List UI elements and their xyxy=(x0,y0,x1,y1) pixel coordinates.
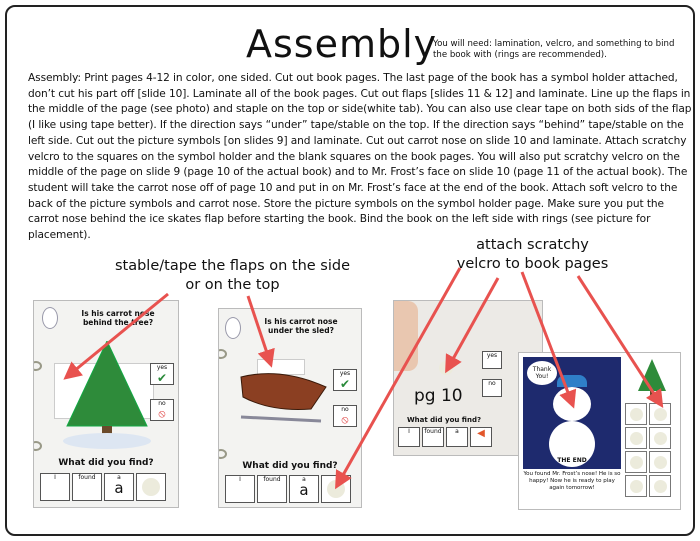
page-title: Assembly xyxy=(246,22,438,66)
symbol-label: a xyxy=(302,476,306,483)
photo-end-page: Thank You! THE END You found Mr. Frost’s… xyxy=(518,352,681,510)
velcro-dot xyxy=(136,473,166,501)
symbol-i: I xyxy=(40,473,70,501)
yes-label: yes xyxy=(156,364,168,371)
find-prompt: What did you find? xyxy=(242,461,338,471)
snowman-body-icon xyxy=(549,421,595,467)
photo-sled-page: Is his carrot nose under the sled? yes✔ … xyxy=(218,308,362,508)
hat-icon xyxy=(557,375,587,387)
the-end-label: THE END xyxy=(557,457,587,464)
end-caption: You found Mr. Frost’s nose! He is so hap… xyxy=(523,471,621,491)
yes-symbol: yes xyxy=(482,351,502,369)
photo-tree-page: Is his carrot nose behind the tree? yes✔… xyxy=(33,300,179,508)
symbol-label: found xyxy=(263,476,281,483)
tree-icon xyxy=(63,341,151,449)
symbol-label: found xyxy=(424,428,442,435)
symbol-holder xyxy=(625,403,671,497)
no-symbol: no⦸ xyxy=(150,399,174,421)
no-label: no xyxy=(488,380,496,387)
no-sign-icon: ⦸ xyxy=(158,407,166,420)
symbol-label: I xyxy=(408,428,410,435)
yes-symbol: yes✔ xyxy=(333,369,357,391)
yes-label: yes xyxy=(486,352,498,359)
symbol-label: a xyxy=(117,474,121,481)
page-border xyxy=(5,5,695,536)
find-prompt: What did you find? xyxy=(58,458,154,468)
symbol-i: I xyxy=(225,475,255,503)
flaps-annotation-line2: or on the top xyxy=(185,277,280,293)
velcro-annotation-line2: velcro to book pages xyxy=(456,256,609,272)
yes-label: yes xyxy=(339,370,351,377)
no-symbol: no⦸ xyxy=(333,405,357,427)
symbol-i: I xyxy=(398,427,420,447)
binder-ring-icon xyxy=(34,441,42,451)
no-label: no xyxy=(158,400,166,407)
snowman-head-icon xyxy=(553,387,591,421)
symbol-label: a xyxy=(455,428,459,435)
hand xyxy=(394,301,418,371)
symbol-found: found xyxy=(422,427,444,447)
symbol-label: found xyxy=(78,474,96,481)
sentence-strip: I found a ◀ xyxy=(398,427,492,447)
symbol-label: I xyxy=(239,476,241,483)
thank-you-bubble: Thank You! xyxy=(527,361,557,385)
page-number-label: pg 10 xyxy=(414,386,463,406)
no-label: no xyxy=(341,406,349,413)
letter-a: a xyxy=(299,481,309,499)
velcro-annotation: attach scratchy velcro to book pages xyxy=(430,236,635,274)
carrot-symbol: ◀ xyxy=(470,427,492,447)
letter-a: a xyxy=(114,479,124,497)
night-scene: Thank You! THE END xyxy=(523,357,621,469)
find-prompt: What did you find? xyxy=(406,416,482,424)
symbol-found: found xyxy=(257,475,287,503)
binder-ring-icon xyxy=(219,349,227,359)
instructions-text: Assembly: Print pages 4-12 in color, one… xyxy=(28,72,692,242)
page-question: Is his carrot nose behind the tree? xyxy=(81,309,155,327)
symbol-a: a xyxy=(446,427,468,447)
snowman-icon xyxy=(225,317,241,339)
materials-note: You will need: lamination, velcro, and s… xyxy=(433,39,675,60)
binder-ring-icon xyxy=(219,449,227,459)
velcro-dot xyxy=(321,475,351,503)
flaps-annotation-line1: stable/tape the flaps on the side xyxy=(114,258,351,274)
carrot-icon: ◀ xyxy=(477,428,485,439)
velcro-annotation-line1: attach scratchy xyxy=(476,237,589,253)
checkmark-icon: ✔ xyxy=(156,371,168,385)
no-sign-icon: ⦸ xyxy=(341,413,349,426)
yes-symbol: yes✔ xyxy=(150,363,174,385)
symbol-label: I xyxy=(54,474,56,481)
symbol-found: found xyxy=(72,473,102,501)
velcro-dot xyxy=(439,361,453,375)
flaps-annotation: stable/tape the flaps on the side or on … xyxy=(110,257,355,295)
checkmark-icon: ✔ xyxy=(339,377,351,391)
binder-ring-icon xyxy=(34,361,42,371)
tree-icon xyxy=(638,359,666,396)
sled-icon xyxy=(240,373,327,423)
page-question: Is his carrot nose under the sled? xyxy=(264,317,338,335)
no-symbol: no xyxy=(482,379,502,397)
snowman-icon xyxy=(42,307,58,329)
